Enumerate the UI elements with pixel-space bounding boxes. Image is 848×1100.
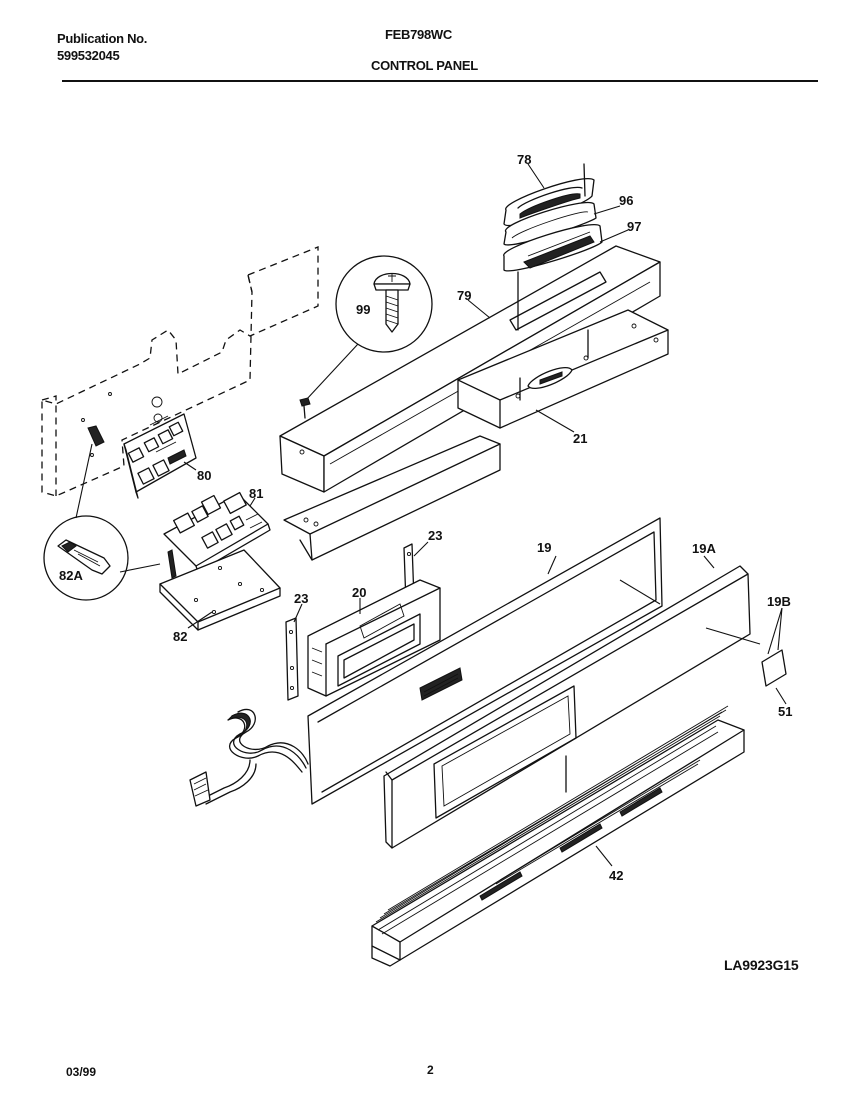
callout-78: 78 bbox=[517, 152, 531, 167]
callout-19b: 19B bbox=[767, 594, 791, 609]
part-20-display-board bbox=[307, 579, 441, 697]
callout-82a: 82A bbox=[59, 568, 83, 583]
callout-19a: 19A bbox=[692, 541, 716, 556]
callout-labels: 78 96 97 99 79 21 80 81 82A 82 23 23 20 … bbox=[59, 152, 792, 883]
footer-date: 03/99 bbox=[66, 1065, 97, 1079]
publication-label: Publication No. bbox=[57, 31, 148, 46]
callout-97: 97 bbox=[627, 219, 641, 234]
ribbon-cable bbox=[189, 709, 309, 807]
part-23-bracket-left bbox=[285, 617, 299, 701]
callout-81: 81 bbox=[249, 486, 263, 501]
callout-23-right: 23 bbox=[428, 528, 442, 543]
part-96-gasket bbox=[503, 202, 597, 246]
callout-20: 20 bbox=[352, 585, 366, 600]
part-82-mounting-plate bbox=[159, 549, 281, 631]
back-panel-outline bbox=[41, 246, 319, 497]
header-rule bbox=[62, 80, 818, 82]
publication-number: 599532045 bbox=[57, 48, 120, 63]
callout-51: 51 bbox=[778, 704, 792, 719]
callout-96: 96 bbox=[619, 193, 633, 208]
callout-80: 80 bbox=[197, 468, 211, 483]
callout-23-left: 23 bbox=[294, 591, 308, 606]
part-78-knob-escutcheon bbox=[503, 178, 595, 227]
part-99-screw-detail bbox=[299, 255, 433, 419]
page-number: 2 bbox=[427, 1063, 434, 1077]
part-21-trim-channel bbox=[457, 309, 669, 429]
callout-21: 21 bbox=[573, 431, 587, 446]
diagram-code: LA9923G15 bbox=[724, 957, 799, 973]
part-19-panel-front bbox=[307, 517, 663, 805]
part-82a-detail-circle bbox=[43, 425, 129, 601]
part-42-vent-trim bbox=[371, 705, 745, 967]
callout-82: 82 bbox=[173, 629, 187, 644]
part-97-lens bbox=[503, 224, 603, 272]
part-80-relay-board bbox=[123, 413, 197, 499]
model-number: FEB798WC bbox=[385, 27, 452, 42]
callout-19: 19 bbox=[537, 540, 551, 555]
callout-79: 79 bbox=[457, 288, 471, 303]
callout-99: 99 bbox=[356, 302, 370, 317]
section-title: CONTROL PANEL bbox=[371, 58, 478, 73]
bracket-strip bbox=[283, 435, 501, 561]
part-19a-overlay bbox=[383, 565, 751, 849]
callout-42: 42 bbox=[609, 868, 623, 883]
part-51-label bbox=[761, 649, 787, 687]
part-81-power-board bbox=[163, 491, 271, 573]
